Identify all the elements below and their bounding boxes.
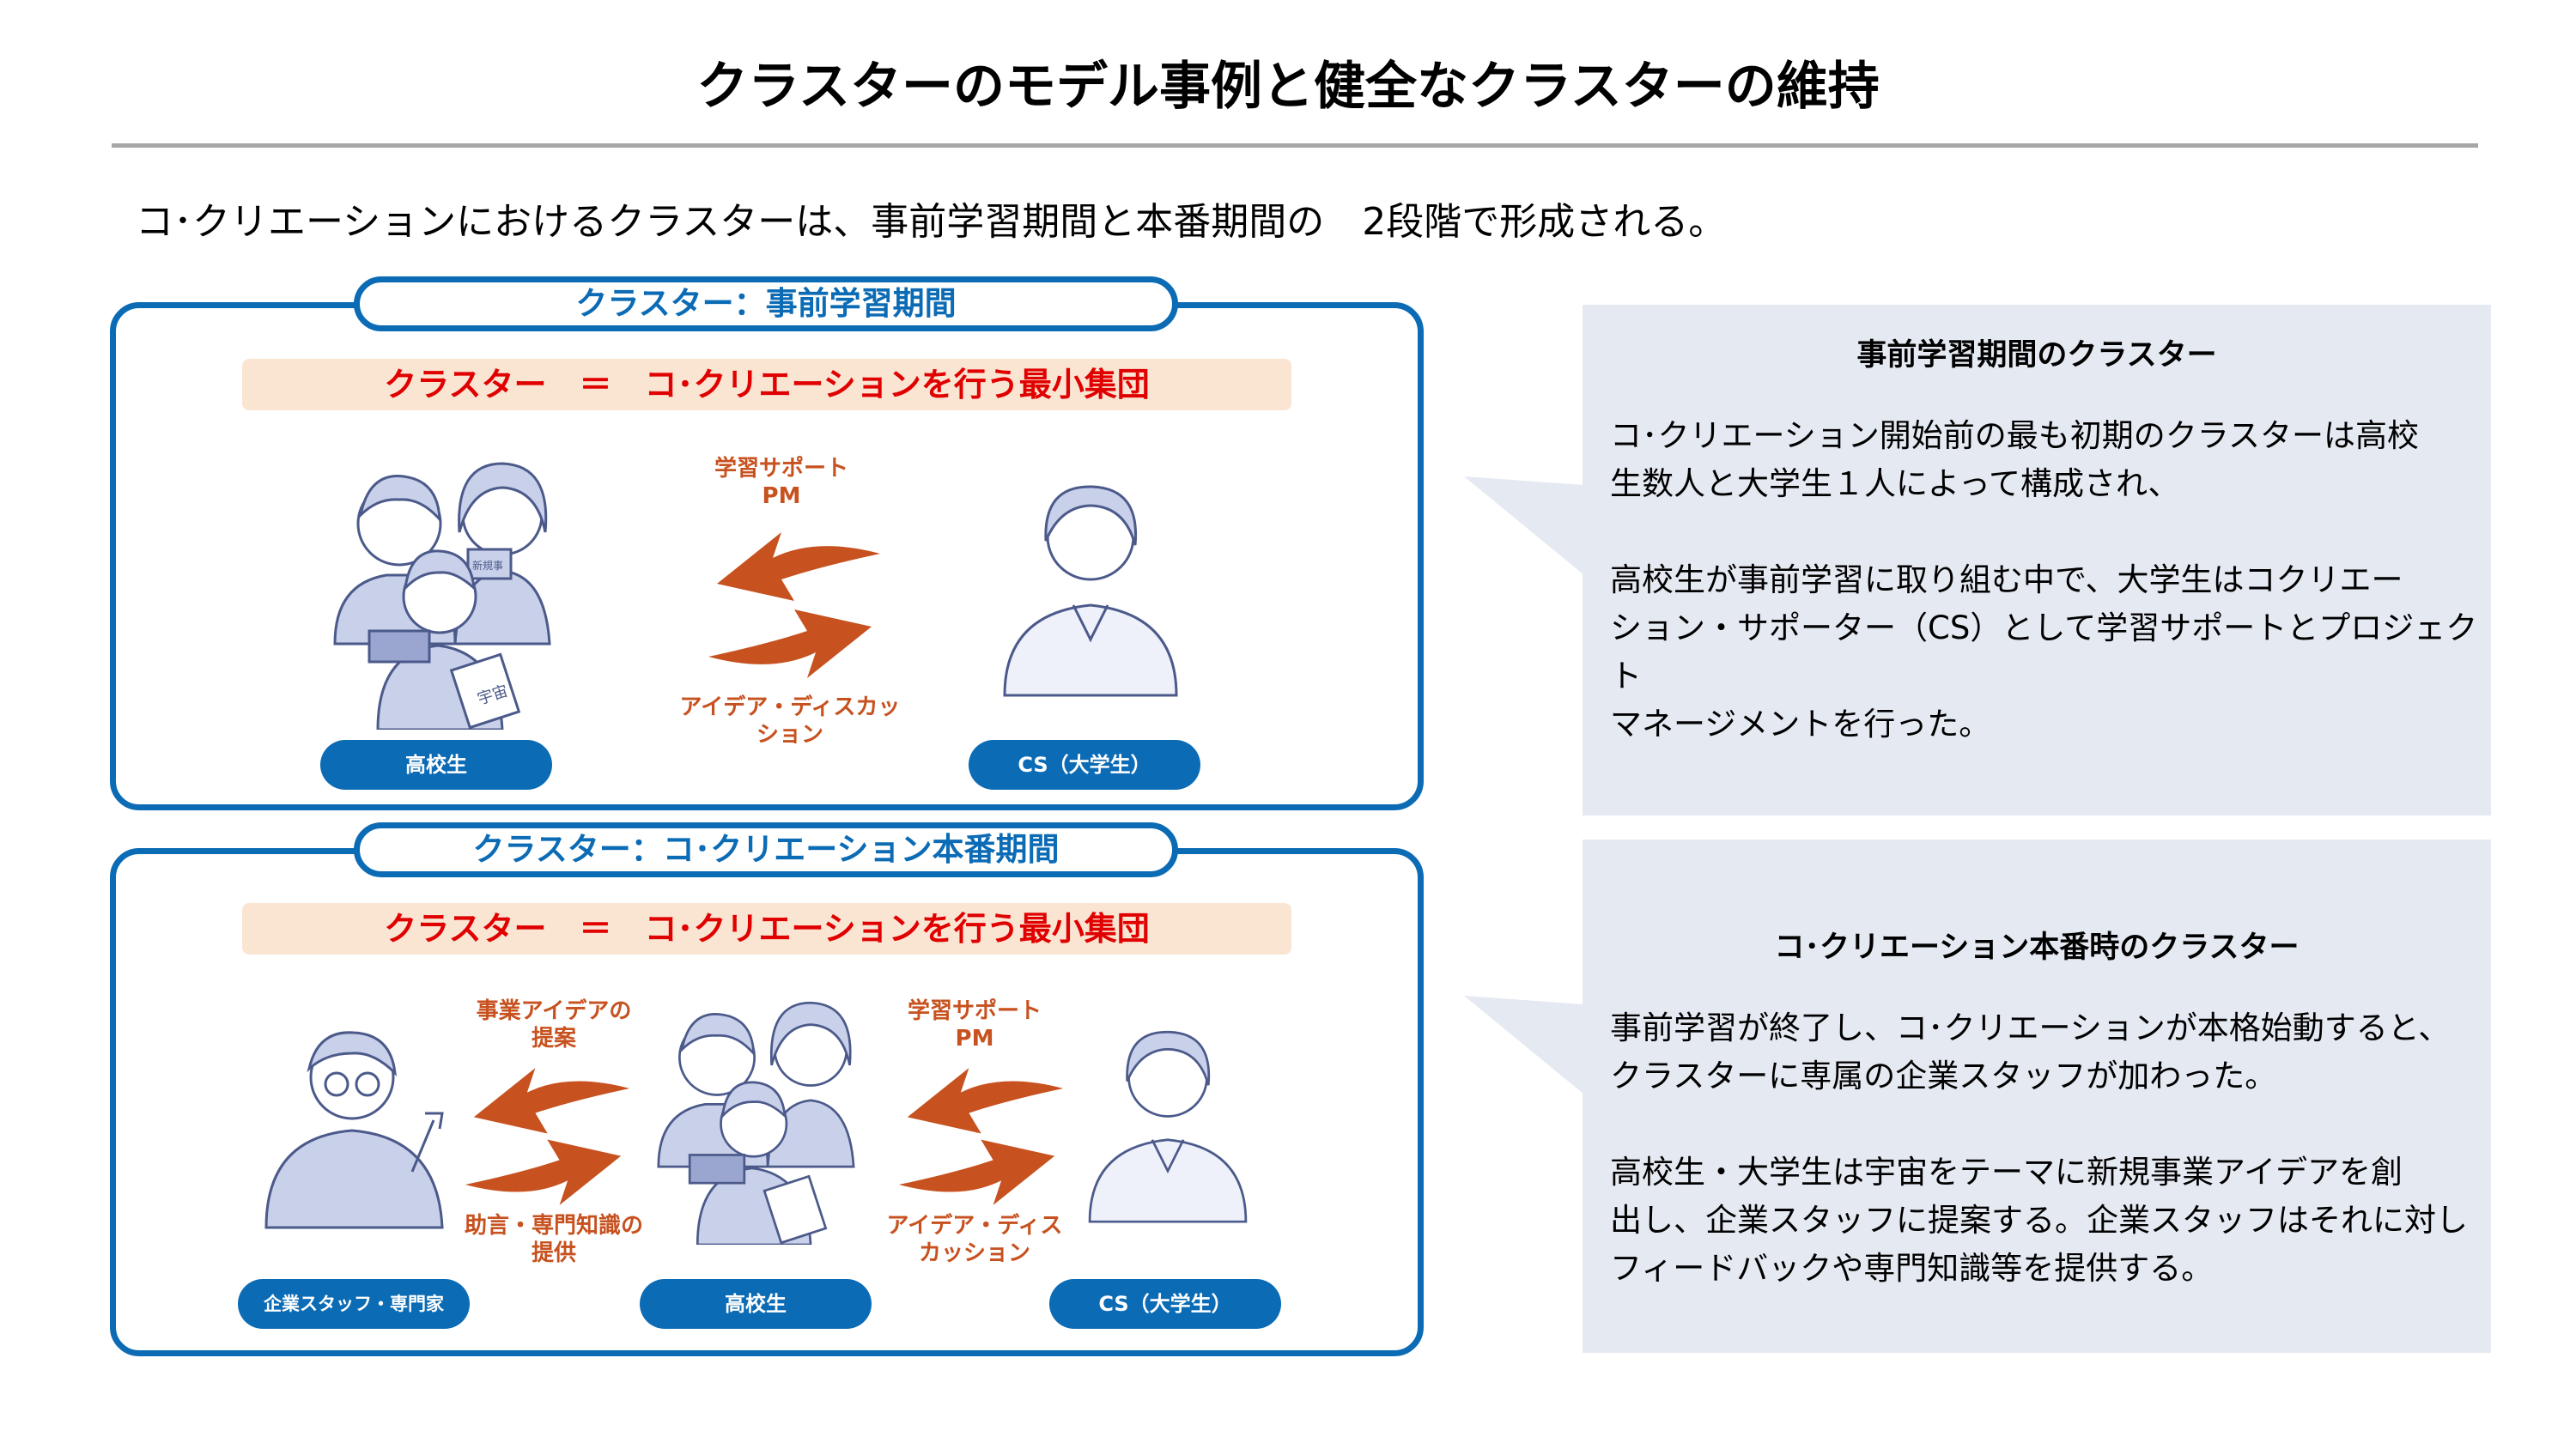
side-box-pre-learning-body: コ･クリエーション開始前の最も初期のクラスターは高校 生数人と大学生１人によって… [1610,417,2478,743]
arrow-label-learning-support-2: 学習サポート PM [907,998,1042,1052]
pill-high-school: 高校生 [320,740,552,790]
arrow-label-business-idea: 事業アイデアの 提案 [476,998,632,1052]
panel-co-creation-label: クラスター：コ･クリエーション本番期間 [354,822,1178,877]
cs-university-student-illustration-2 [1088,1030,1248,1223]
arrow-label-idea-discussion: アイデア・ディスカッ ション [679,694,901,748]
arrow-left-top [717,532,880,601]
pill-high-school-2: 高校生 [640,1279,872,1329]
panel-pre-learning-definition-band: クラスター ＝ コ･クリエーションを行う最小集団 [242,359,1291,410]
arrow-advice-provision [465,1139,622,1205]
arrow-label-advice: 助言・専門知識の 提供 [464,1213,643,1266]
panel-pre-learning-label: クラスター：事前学習期間 [354,276,1178,331]
side-box-pre-learning [1583,305,2491,815]
page-title: クラスターのモデル事例と健全なクラスターの維持 [696,57,1880,117]
arrow-right-bottom [708,609,872,678]
high-school-students-illustration-2 [657,1001,855,1245]
side-box-co-creation-heading: コ･クリエーション本番時のクラスター [1774,931,2300,965]
cs-university-student-illustration [1003,485,1178,697]
arrow-label-idea-discussion-2: アイデア・ディス カッション [886,1213,1063,1266]
side-box-1-pointer [1464,476,1584,575]
arrow-business-idea-proposal [473,1068,630,1134]
company-staff-illustration [264,1031,444,1229]
panel-co-creation-definition-band: クラスター ＝ コ･クリエーションを行う最小集団 [242,903,1291,955]
side-box-2-pointer [1464,996,1584,1094]
arrow-learning-support-2 [907,1068,1064,1134]
side-box-co-creation [1583,840,2491,1353]
arrow-label-learning-support: 学習サポート PM [714,456,848,509]
title-divider [112,143,2478,148]
side-box-pre-learning-heading: 事前学習期間のクラスター [1856,338,2217,373]
book-text-new-business: 新規事 [472,559,503,572]
page-subtitle: コ･クリエーションにおけるクラスターは、事前学習期間と本番期間の 2段階で形成さ… [136,200,1727,244]
high-school-students-illustration: 宇宙 新規事 [333,462,551,730]
arrow-idea-discussion-2 [898,1139,1055,1205]
side-box-co-creation-body: 事前学習が終了し、コ･クリエーションが本格始動すると、 クラスターに専属の企業ス… [1610,1009,2468,1287]
pill-cs-university: CS（大学生） [969,740,1200,790]
pill-company-staff: 企業スタッフ・専門家 [238,1279,470,1329]
pill-cs-university-2: CS（大学生） [1049,1279,1281,1329]
